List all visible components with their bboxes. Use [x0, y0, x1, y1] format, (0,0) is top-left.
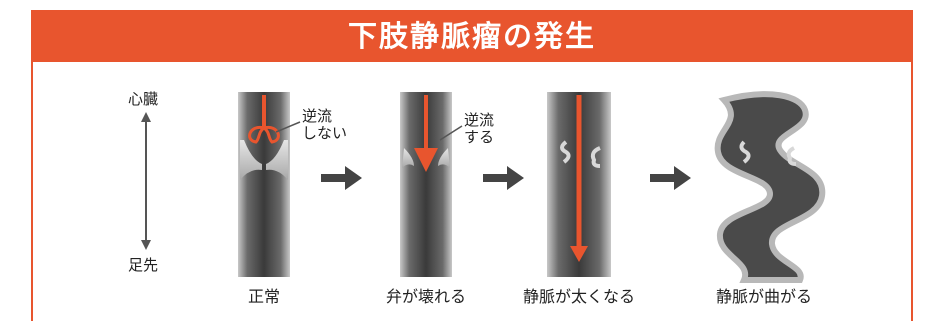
caption-vein-bends: 静脈が曲がる	[715, 287, 812, 306]
note-line-2: しない	[302, 124, 348, 142]
axis-label-heart: 心臓	[128, 90, 159, 108]
stage-arrow-2	[483, 166, 524, 190]
stage-arrow-3	[650, 166, 691, 190]
note-line-1: 逆流	[464, 111, 495, 129]
vein-widened	[547, 92, 611, 277]
note-backflow: 逆流 する	[464, 112, 494, 146]
note-line-2: する	[464, 128, 495, 146]
title-banner: 下肢静脈瘤の発生	[31, 10, 913, 62]
caption-vein-widens: 静脈が太くなる	[522, 287, 635, 306]
axis-label-foot: 足先	[128, 256, 159, 274]
diagram-frame	[31, 10, 913, 321]
axis-arrow	[141, 112, 151, 250]
note-leader-1	[275, 121, 301, 133]
note-leader-2	[439, 125, 463, 141]
vein-tortuous	[714, 91, 826, 283]
stage-arrow-1	[321, 166, 362, 190]
vein-normal	[238, 92, 290, 277]
note-line-1: 逆流	[302, 107, 333, 125]
caption-normal: 正常	[247, 287, 280, 306]
page-title: 下肢静脈瘤の発生	[347, 19, 596, 53]
vein-broken-valve	[400, 92, 452, 277]
caption-valve-broken: 弁が壊れる	[385, 287, 466, 306]
note-no-backflow: 逆流 しない	[302, 108, 347, 142]
